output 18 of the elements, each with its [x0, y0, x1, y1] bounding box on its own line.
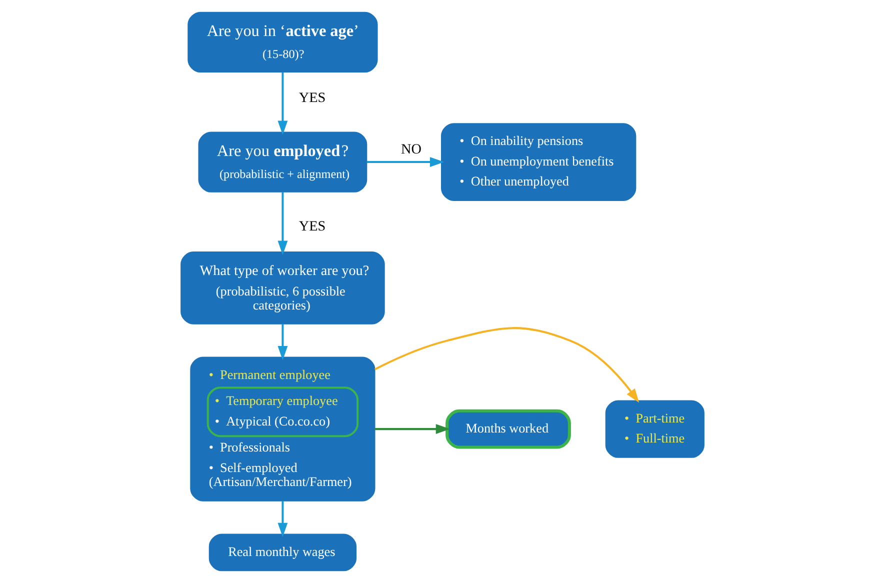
node-box: Months worked [445, 409, 570, 449]
arrow [366, 157, 444, 167]
node-box: • Permanent employee • Temporary employee • Atypical (Co.co.co) • Professionals • Self-employed (Artisan/Merchant/Farmer) [190, 356, 375, 502]
arrow [277, 501, 288, 538]
node-box: Real monthly wages [208, 534, 356, 572]
arrow [277, 72, 288, 135]
arrow [374, 424, 450, 434]
edge-label: YES [298, 218, 326, 235]
node-box: Are you employed? (probabilistic + alignment) [198, 132, 367, 192]
arrow [374, 327, 639, 403]
arrow [277, 324, 288, 360]
arrow [277, 192, 288, 255]
edge-label: NO [400, 142, 421, 158]
node-box: What type of worker are you? (probabilistic, 6 possible categories) [180, 252, 384, 324]
node-box: Are you in ‘active age’ (15-80)? [187, 12, 378, 73]
node-box: • On inability pensions • On unemployment benefits • Other unemployed [440, 123, 636, 201]
node-box: • Part-time • Full-time [604, 400, 704, 458]
edge-label: YES [298, 90, 326, 106]
